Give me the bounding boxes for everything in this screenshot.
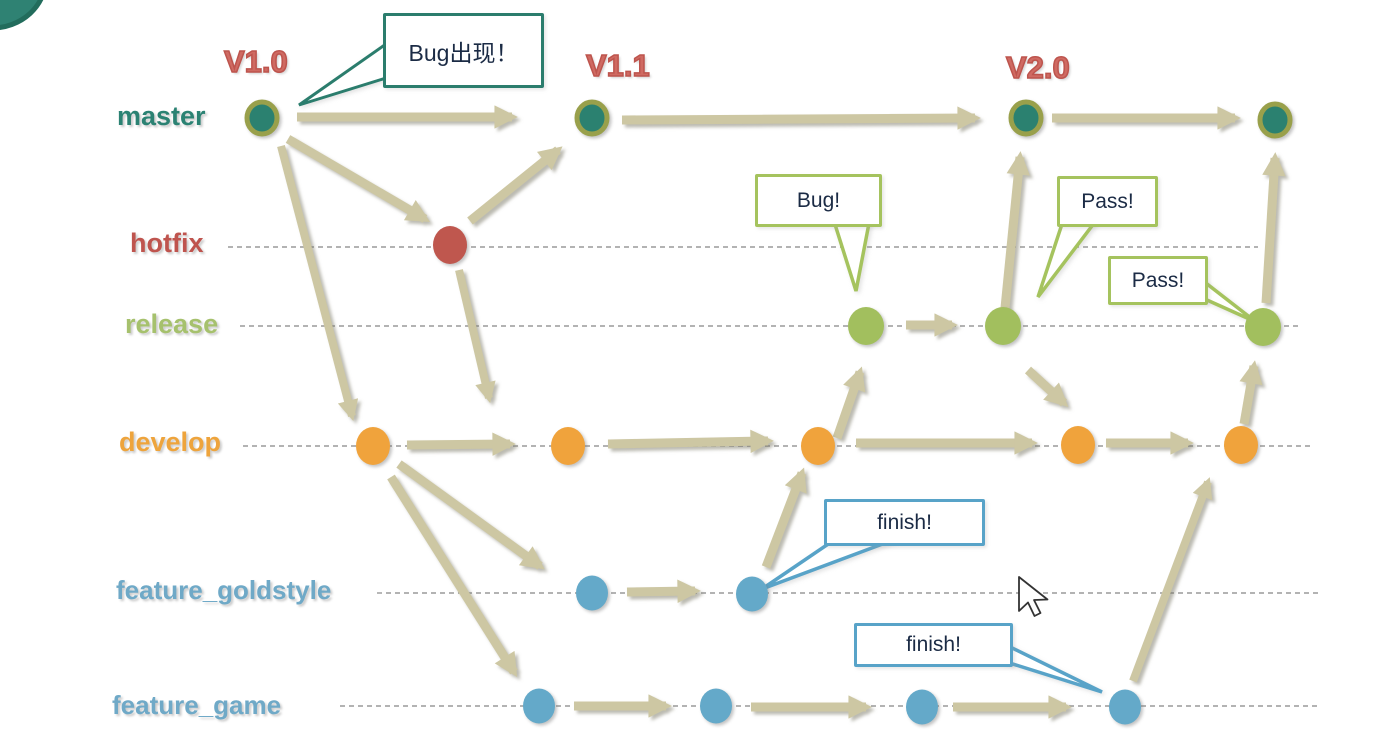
arrow-develop2-develop3	[607, 429, 774, 454]
commit-release-3	[1245, 308, 1281, 346]
speech-bubble-finish-1: finish!	[824, 499, 985, 546]
commit-master-4	[1257, 101, 1293, 139]
version-tag-v2-0: V2.0	[1005, 49, 1070, 86]
arrow-release3-master4	[1261, 152, 1286, 304]
bubble-tail-pass-1	[1036, 216, 1102, 299]
commit-game-2	[700, 688, 732, 724]
commit-master-1	[244, 99, 280, 137]
arrow-goldstyle2-develop3	[761, 467, 807, 569]
bubble-tails	[298, 41, 1258, 694]
commit-arrows	[277, 105, 1286, 719]
commit-develop-5	[1224, 426, 1258, 464]
commit-dots	[244, 99, 1293, 725]
branch-label-hotfix: hotfix	[130, 228, 204, 258]
arrow-develop5-release3	[1239, 360, 1263, 425]
version-tag-v1-0: V1.0	[223, 43, 288, 80]
bubble-tail-finish-2	[998, 639, 1103, 694]
version-tag-v1-1: V1.1	[585, 47, 650, 84]
branch-label-master: master	[117, 101, 206, 131]
arrow-release2-develop4	[1024, 366, 1069, 407]
bubble-tail-bug-appears	[298, 41, 388, 107]
commit-develop-2	[551, 427, 585, 465]
branch-label-feature-game: feature_game	[112, 690, 282, 720]
branch-label-feature-goldstyle: feature_goldstyle	[116, 575, 332, 605]
commit-goldstyle-1	[576, 575, 608, 611]
speech-bubble-bug-appears: Bug出现！	[383, 13, 544, 88]
commit-game-1	[523, 688, 555, 724]
arrow-master1-hotfix	[285, 135, 431, 223]
arrow-develop1-develop2	[406, 432, 516, 456]
speech-bubble-pass-2: Pass!	[1108, 256, 1208, 305]
arrow-develop3-release1	[832, 366, 866, 440]
arrow-develop1-goldstyle1	[396, 460, 545, 570]
arrow-game4-develop5	[1129, 477, 1213, 683]
commit-develop-1	[356, 427, 390, 465]
commit-release-2	[985, 307, 1021, 345]
commit-develop-4	[1061, 426, 1095, 464]
speech-bubble-bug: Bug!	[755, 174, 882, 227]
commit-goldstyle-2	[736, 576, 768, 612]
branch-label-develop: develop	[119, 427, 222, 457]
commit-game-4	[1109, 689, 1141, 725]
arrow-release2-master3	[999, 151, 1030, 319]
arrow-master1-develop1	[277, 144, 359, 422]
commit-master-2	[574, 99, 610, 137]
speech-bubble-finish-2: finish!	[854, 623, 1013, 667]
commit-develop-3	[801, 427, 835, 465]
arrow-hotfix-master2	[467, 146, 563, 225]
arrow-hotfix-develop2	[455, 269, 496, 404]
commit-release-1	[848, 307, 884, 345]
commit-master-3	[1008, 99, 1044, 137]
arrow-goldstyle1-goldstyle2	[626, 579, 701, 603]
mouse-cursor	[1018, 576, 1049, 617]
corner-decoration	[0, 0, 44, 30]
speech-bubble-pass-1: Pass!	[1057, 176, 1158, 227]
bubble-tail-bug	[830, 216, 873, 292]
commit-hotfix-1	[433, 226, 467, 264]
commit-game-3	[906, 689, 938, 725]
arrow-develop1-game1	[387, 474, 518, 677]
arrow-master2-master3	[621, 106, 981, 130]
branch-label-release: release	[125, 309, 219, 339]
